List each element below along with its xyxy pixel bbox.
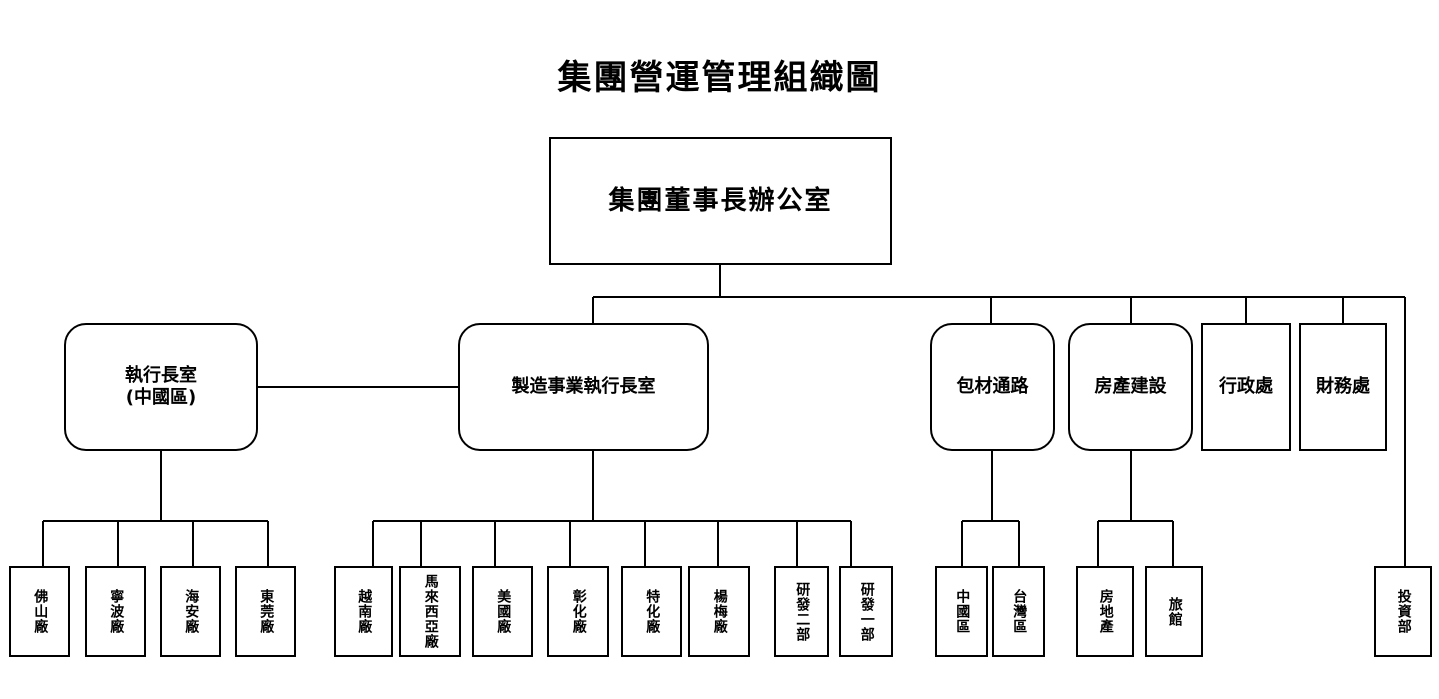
leaf-label: 特化廠: [644, 589, 661, 634]
leaf-node: 彰化廠: [547, 566, 609, 657]
leaf-label: 佛山廠: [32, 589, 49, 634]
node-realty: 房產建設: [1068, 323, 1193, 451]
leaf-label: 房地產: [1097, 589, 1114, 634]
leaf-label: 投資部: [1395, 589, 1412, 634]
leaf-label: 馬來西亞廠: [422, 574, 439, 649]
node-label: 行政處: [1219, 375, 1273, 397]
root-node: 集團董事長辦公室: [549, 137, 892, 265]
node-exec-office: 執行長室 (中國區): [64, 323, 258, 451]
leaf-node: 楊梅廠: [688, 566, 750, 657]
leaf-label: 彰化廠: [570, 589, 587, 634]
leaf-node: 研發一部: [839, 566, 893, 657]
leaf-node: 東莞廠: [235, 566, 296, 657]
node-admin: 行政處: [1201, 323, 1291, 451]
leaf-label: 楊梅廠: [711, 589, 728, 634]
leaf-label: 美國廠: [495, 589, 512, 634]
node-label: 製造事業執行長室: [511, 375, 656, 397]
leaf-label: 旅館: [1166, 596, 1183, 627]
leaf-label: 寧波廠: [108, 589, 125, 634]
chart-title: 集團營運管理組織圖: [557, 58, 882, 98]
leaf-node: 越南廠: [334, 566, 393, 657]
leaf-label: 研發一部: [858, 581, 875, 642]
leaf-node: 投資部: [1374, 566, 1432, 657]
leaf-label: 東莞廠: [258, 589, 275, 634]
leaf-label: 研發二部: [794, 581, 811, 642]
node-manufacturing: 製造事業執行長室: [458, 323, 709, 451]
leaf-node: 美國廠: [472, 566, 533, 657]
leaf-label: 越南廠: [356, 589, 373, 634]
node-label: 包材通路: [956, 375, 1029, 397]
leaf-node: 海安廠: [160, 566, 221, 657]
node-label: 執行長室 (中國區): [125, 364, 197, 409]
node-label: 財務處: [1316, 375, 1370, 397]
leaf-node: 研發二部: [774, 566, 829, 657]
node-packaging: 包材通路: [930, 323, 1055, 451]
leaf-label: 中國區: [954, 589, 971, 634]
leaf-node: 旅館: [1145, 566, 1203, 657]
root-node-label: 集團董事長辦公室: [608, 185, 833, 216]
leaf-label: 海安廠: [183, 589, 200, 634]
node-label: 房產建設: [1094, 375, 1167, 397]
leaf-node: 台灣區: [992, 566, 1045, 657]
leaf-node: 寧波廠: [85, 566, 146, 657]
leaf-node: 佛山廠: [9, 566, 70, 657]
leaf-node: 特化廠: [621, 566, 682, 657]
leaf-node: 房地產: [1076, 566, 1134, 657]
leaf-node: 馬來西亞廠: [399, 566, 461, 657]
node-finance: 財務處: [1299, 323, 1387, 451]
leaf-label: 台灣區: [1011, 589, 1028, 634]
leaf-node: 中國區: [935, 566, 988, 657]
